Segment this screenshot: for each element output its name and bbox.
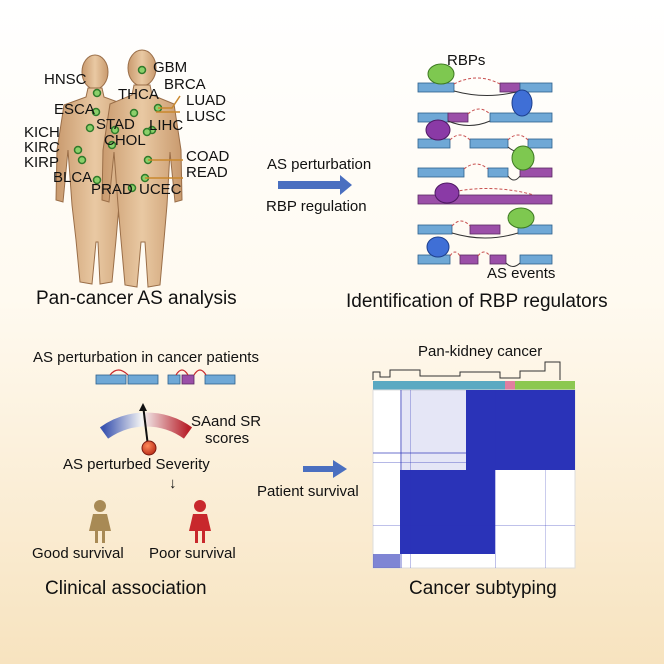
label-luad: LUAD <box>186 92 227 109</box>
as-event-row <box>417 188 553 205</box>
poor-survival-person-icon <box>189 500 211 543</box>
subtyping-caption: Cancer subtyping <box>409 578 557 599</box>
as-event-row <box>417 220 553 239</box>
pan-cancer-caption: Pan-cancer AS analysis <box>36 288 237 309</box>
heatmap-title: Pan-kidney cancer <box>418 343 543 360</box>
label-hnsc: HNSC <box>44 71 87 88</box>
rbp-blob <box>511 89 533 117</box>
survival-arrow <box>303 460 347 478</box>
good-survival-label: Good survival <box>32 545 124 562</box>
severity-label: AS perturbed Severity <box>63 456 210 473</box>
label-esca: ESCA <box>54 101 95 118</box>
as-perturbation-label: AS perturbation <box>267 156 372 173</box>
label-lihc: LIHC <box>149 117 184 134</box>
label-read: READ <box>186 164 228 181</box>
label-chol: CHOL <box>104 132 146 149</box>
good-survival-person-icon <box>89 500 111 543</box>
rbp-blob <box>427 63 455 85</box>
poor-survival-label: Poor survival <box>149 545 236 562</box>
down-arrow: ↓ <box>169 475 177 492</box>
label-coad: COAD <box>186 148 230 165</box>
rbps-label: RBPs <box>447 52 486 69</box>
as-event-row <box>417 163 553 181</box>
label-lusc: LUSC <box>186 108 227 125</box>
rbp-blob <box>434 182 460 204</box>
severity-gauge <box>99 412 193 439</box>
rbp-blob <box>507 207 535 229</box>
as-event-row <box>417 251 553 267</box>
label-kich: KICH <box>24 124 60 141</box>
as-event-row <box>417 77 553 96</box>
scores-line2: scores <box>205 430 250 447</box>
rbp-blob <box>511 145 535 171</box>
clinical-title: AS perturbation in cancer patients <box>33 349 259 366</box>
scores-line1: SAand SR <box>191 413 262 430</box>
rbp-blob <box>426 236 450 258</box>
label-brca: BRCA <box>164 76 206 93</box>
rbp-regulation-label: RBP regulation <box>266 198 367 215</box>
label-ucec: UCEC <box>139 181 182 198</box>
rbp-regulators-caption: Identification of RBP regulators <box>346 291 608 312</box>
label-stad: STAD <box>96 116 135 133</box>
as-events-label: AS events <box>487 265 556 282</box>
label-prad: PRAD <box>91 181 133 198</box>
label-kirp: KIRP <box>24 154 60 171</box>
clinical-caption: Clinical association <box>45 578 207 599</box>
label-thca: THCA <box>118 86 159 103</box>
rbp-blob <box>425 119 451 141</box>
label-kirc: KIRC <box>24 139 60 156</box>
label-gbm: GBM <box>153 59 188 76</box>
patient-survival-label: Patient survival <box>257 483 359 500</box>
label-blca: BLCA <box>53 169 93 186</box>
